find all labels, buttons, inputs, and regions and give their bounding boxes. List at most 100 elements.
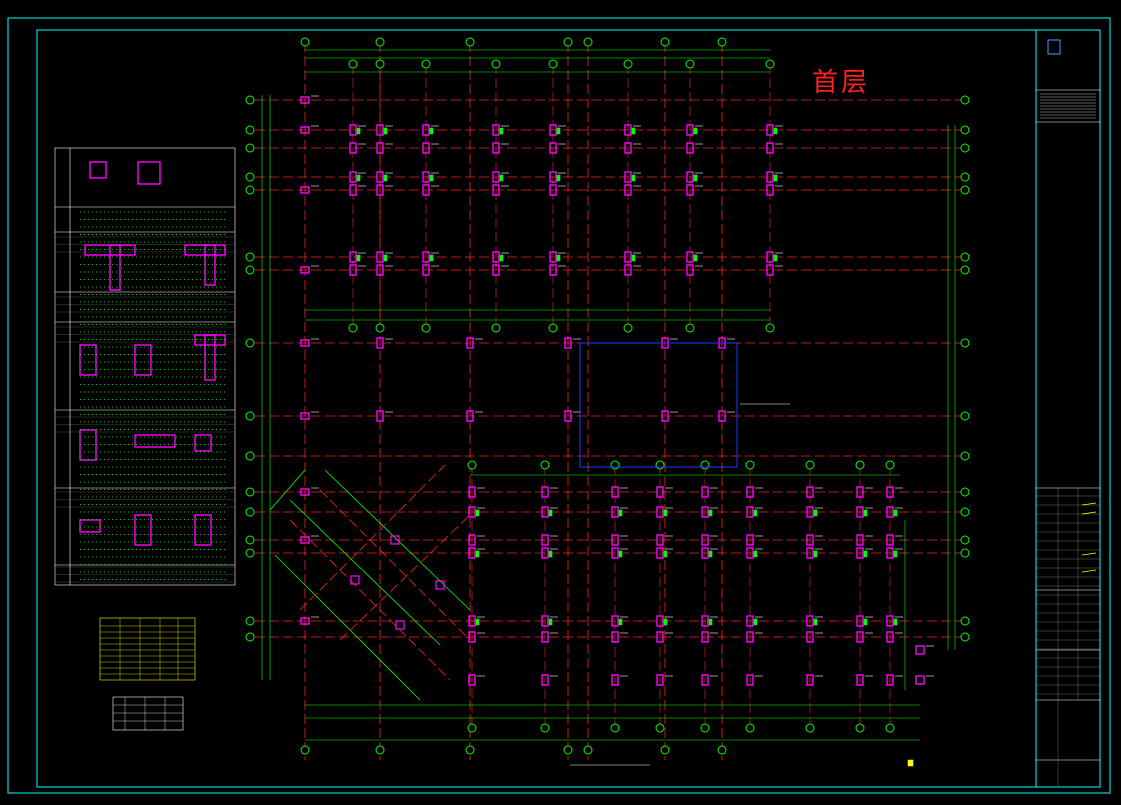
column-tag [863,550,868,558]
column-tag [753,509,758,517]
column [492,142,500,154]
column [766,251,774,263]
signature-mark [1081,502,1097,506]
column-tag [663,509,668,517]
column [422,171,430,183]
column-tag [383,174,388,182]
column [300,412,310,420]
column [564,337,572,349]
column-tag [356,127,361,135]
diagonal-axis [319,489,471,641]
column [766,171,774,183]
diagonal-column [390,535,400,545]
column [686,184,694,196]
column [492,251,500,263]
column [492,184,500,196]
column [656,615,664,627]
column [686,251,694,263]
column-section-sketch [194,514,212,546]
column [541,486,549,498]
column [701,631,709,643]
column [466,337,474,349]
column [766,264,774,276]
column-tag [499,127,504,135]
diagonal-axis [299,464,446,611]
column [746,547,754,559]
column [541,674,549,686]
column-tag [773,127,778,135]
diagonal-dimension [324,469,471,611]
axis-bubble [655,460,665,470]
column [656,534,664,546]
column [492,264,500,276]
column [886,631,894,643]
column [468,486,476,498]
column [422,264,430,276]
column [611,506,619,518]
column [624,171,632,183]
column [686,264,694,276]
axis-bubble [855,460,865,470]
axis-bubble [960,185,970,195]
axis-bubble [960,411,970,421]
column [300,186,310,194]
column-tag [708,618,713,626]
column-tag [429,174,434,182]
column [611,547,619,559]
axis-bubble [960,172,970,182]
axis-bubble [960,487,970,497]
column [349,251,357,263]
axis-bubble [717,37,727,47]
column-tag [556,174,561,182]
axis-bubble [245,172,255,182]
column-section-sketch [79,429,97,461]
column-section-sketch [134,434,176,448]
axis-bubble [765,59,775,69]
north-marker [907,759,914,767]
column-section-sketch [89,161,107,179]
column-tag [708,509,713,517]
axis-bubble [960,125,970,135]
axis-bubble [745,723,755,733]
axis-bubble [245,143,255,153]
column [300,339,310,347]
axis-bubble [660,37,670,47]
column [541,506,549,518]
column [422,251,430,263]
column [746,674,754,686]
column [661,410,669,422]
axis-bubble [685,59,695,69]
axis-bubble [245,507,255,517]
axis-bubble [855,723,865,733]
axis-bubble [540,723,550,733]
floor-title: 首层 [812,68,871,98]
axis-bubble [467,460,477,470]
axis-bubble [960,507,970,517]
diagonal-dimension [274,554,421,701]
column [492,124,500,136]
column-section-sketch [194,334,226,346]
axis-bubble [300,37,310,47]
column [701,506,709,518]
axis-bubble [245,411,255,421]
diagonal-dimension [269,469,306,511]
column-section-sketch [109,244,121,291]
axis-bubble [563,37,573,47]
column-tag [693,127,698,135]
axis-bubble [375,745,385,755]
column [656,631,664,643]
column [541,534,549,546]
column [422,124,430,136]
column [856,486,864,498]
axis-bubble [245,95,255,105]
diagonal-axis [339,514,471,641]
axis-bubble [245,185,255,195]
column [766,142,774,154]
axis-bubble [467,723,477,733]
column [746,486,754,498]
axis-bubble [375,37,385,47]
column [349,124,357,136]
axis-bubble [960,338,970,348]
column-tag [631,127,636,135]
